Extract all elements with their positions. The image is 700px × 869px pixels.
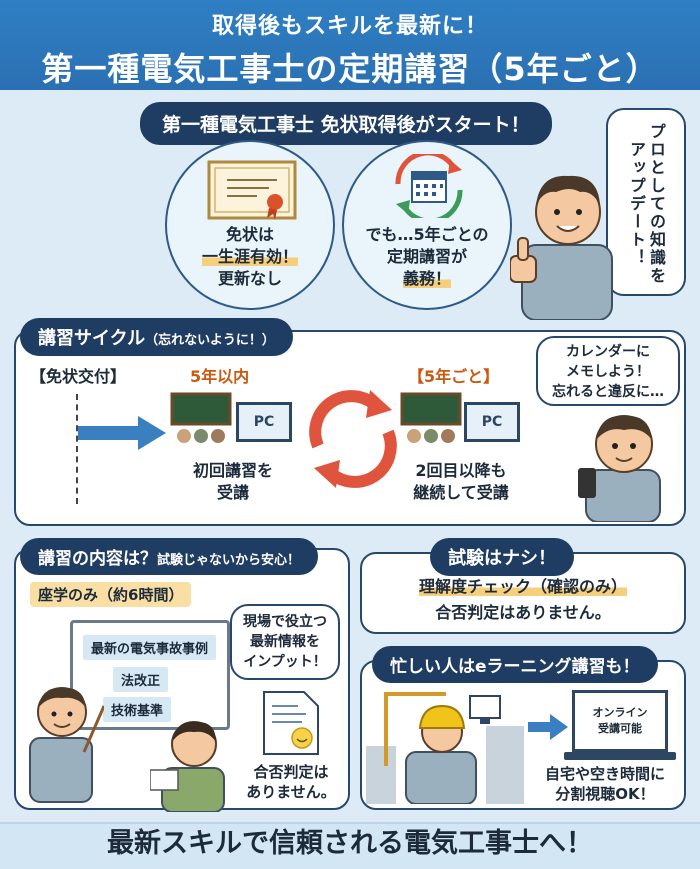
circle2-line2: 定期講習が	[386, 247, 467, 266]
header-subtitle: 取得後もスキルを最新に！	[211, 14, 488, 39]
pc-icon-1: PC	[236, 402, 292, 442]
every-label: 【5年ごと】	[408, 367, 500, 386]
judge-label: 合否判定は ありません。	[246, 763, 336, 801]
content-item: 最新の電気事故事例	[83, 635, 217, 660]
student	[150, 721, 225, 812]
arrow-right-icon-2	[528, 714, 568, 740]
speech-input: 現場で役立つ 最新情報を インプット！	[230, 604, 340, 680]
circle2-line3: 義務！	[402, 269, 451, 288]
instructor	[29, 687, 104, 803]
speech-update: プロとしての知識をアップデート！	[606, 108, 686, 296]
second-course-label: 2回目以降も 継続して受講	[413, 461, 509, 502]
pc-icon-2: PC	[464, 402, 520, 442]
desk-label: 座学のみ（約6時間）	[30, 582, 192, 607]
cycle-arrows-icon	[309, 390, 397, 488]
top-pill: 第一種電気工事士 免状取得後がスタート！	[140, 102, 552, 145]
content-item: 法改正	[113, 667, 169, 692]
worker-thumbsup	[510, 175, 613, 320]
circle1-line2: 一生涯有効！	[201, 247, 298, 266]
circle2-line1: でも…5年ごとの	[365, 225, 489, 244]
document-smile-icon	[263, 691, 319, 755]
arrow-right-icon	[78, 416, 166, 450]
worker-phone	[578, 415, 661, 522]
timeline-dash	[76, 394, 78, 504]
footer-slogan: 最新スキルで信頼される電気工事士へ！	[0, 822, 700, 869]
elearn-caption: 自宅や空き時間に 分割視聴OK！	[544, 765, 665, 803]
start-label: 【免状交付】	[30, 367, 127, 386]
circle-license: 免状は 一生涯有効！ 更新なし	[165, 140, 335, 310]
speech-calendar: カレンダーに メモしよう！ 忘れると違反に…	[536, 336, 680, 406]
header-banner: 取得後もスキルを最新に！ 第一種電気工事士の定期講習（5年ごと）	[0, 0, 700, 90]
laptop-screen: オンライン 受講可能	[572, 690, 668, 752]
laptop-base	[564, 752, 676, 760]
construction-scene	[366, 692, 524, 804]
classroom-icon-2	[400, 392, 462, 443]
circle1-line1: 免状は	[225, 225, 274, 244]
cycle-pill: 講習サイクル（忘れないように！）	[20, 318, 293, 356]
exam-check: 理解度チェック（確認のみ）	[418, 577, 627, 596]
whiteboard: 最新の電気事故事例 法改正 技術基準	[70, 620, 230, 730]
content-pill: 講習の内容は？試験じゃないから安心！	[20, 538, 319, 575]
page-title: 第一種電気工事士の定期講習（5年ごと）	[41, 50, 659, 88]
circle1-line3: 更新なし	[217, 269, 282, 288]
calendar-cycle-icon	[395, 154, 463, 218]
within-label: 5年以内	[190, 367, 250, 386]
exam-pill: 試験はナシ！	[430, 538, 574, 576]
classroom-icon	[170, 392, 232, 443]
exam-note: 合否判定はありません。	[435, 603, 611, 622]
first-course-label: 初回講習を 受講	[192, 461, 273, 502]
elearn-pill: 忙しい人はeラーニング講習も！	[372, 646, 658, 683]
content-item: 技術基準	[103, 697, 172, 722]
certificate-icon	[207, 160, 297, 220]
circle-obligation: でも…5年ごとの 定期講習が 義務！	[342, 140, 512, 310]
